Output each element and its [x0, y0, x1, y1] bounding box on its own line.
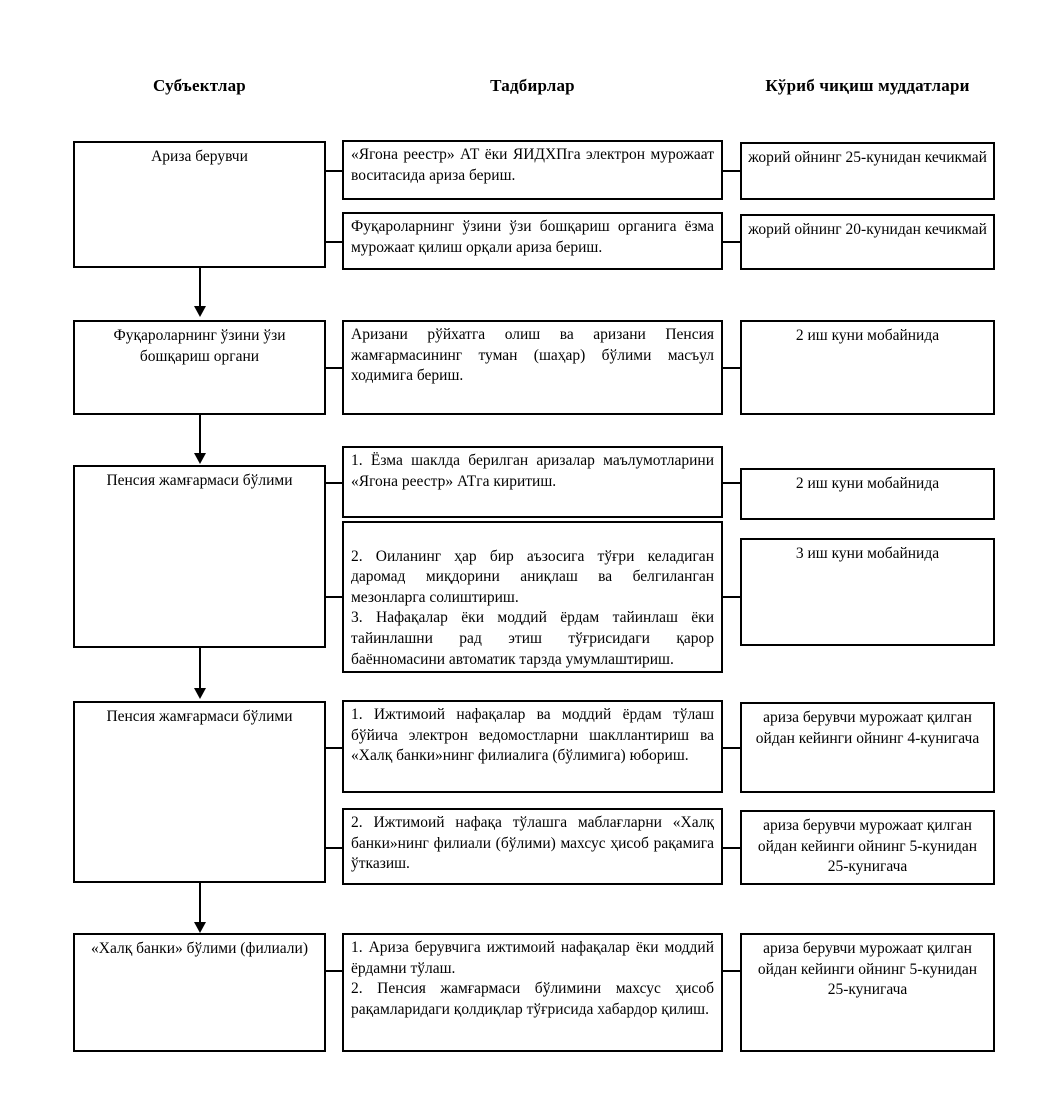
column-header-subjects: Субъектлар [153, 76, 246, 95]
flow-arrow-head-row2-row3 [194, 453, 206, 464]
flow-arrow-head-row4-row5 [194, 922, 206, 933]
term-box-row1-item1: жорий ойнинг 25-кунидан кечикмай [740, 142, 995, 200]
subject-box-row3: Пенсия жамғармаси бўлими [73, 465, 326, 648]
flow-arrow-line-row3-row4 [199, 648, 201, 688]
subject-label-row4: Пенсия жамғармаси бўлими [106, 708, 293, 725]
subject-box-row1: Ариза берувчи [73, 141, 326, 268]
measure-box-row1-item2: Фуқароларнинг ўзини ўзи бошқариш органиг… [342, 212, 723, 270]
flow-arrow-head-row3-row4 [194, 688, 206, 699]
connector-measure-term-row3-item2 [723, 596, 740, 598]
term-box-row2-item1: 2 иш куни мобайнида [740, 320, 995, 415]
term-box-row3-item1: 2 иш куни мобайнида [740, 468, 995, 520]
connector-subject-measure-row1-item2 [326, 241, 342, 243]
subject-box-row5: «Халқ банки» бўлими (филиали) [73, 933, 326, 1052]
term-text-row4-item1: ариза берувчи мурожаат қилган ойдан кейи… [755, 709, 980, 747]
term-box-row3-item2: 3 иш куни мобайнида [740, 538, 995, 646]
column-header-measures: Тадбирлар [490, 76, 575, 95]
term-text-row4-item2: ариза берувчи мурожаат қилган ойдан кейи… [757, 817, 978, 876]
connector-measure-term-row4-item1 [723, 747, 740, 749]
subject-box-row2: Фуқароларнинг ўзини ўзи бошқариш органи [73, 320, 326, 415]
connector-subject-measure-row1-item1 [326, 170, 342, 172]
flow-arrow-line-row4-row5 [199, 883, 201, 923]
connector-subject-measure-row5 [326, 970, 342, 972]
flow-arrow-line-row2-row3 [199, 415, 201, 454]
connector-measure-term-row3-item1 [723, 482, 740, 484]
connector-subject-measure-row3-item2 [326, 596, 342, 598]
connector-subject-measure-row4-item1 [326, 747, 342, 749]
connector-measure-term-row1-item1 [723, 170, 740, 172]
measure-text-row4-item1: 1. Ижтимоий нафақалар ва моддий ёрдам тў… [351, 706, 714, 765]
term-text-row3-item2: 3 иш куни мобайнида [795, 545, 940, 562]
measure-box-row3-item1: 1. Ёзма шаклда берилган аризалар маълумо… [342, 446, 723, 518]
connector-measure-term-row4-item2 [723, 847, 740, 849]
subject-label-row3: Пенсия жамғармаси бўлими [106, 472, 293, 489]
term-text-row1-item1: жорий ойнинг 25-кунидан кечикмай [748, 149, 987, 166]
term-box-row4-item2: ариза берувчи мурожаат қилган ойдан кейи… [740, 810, 995, 885]
term-text-row1-item2: жорий ойнинг 20-кунидан кечикмай [748, 221, 987, 238]
term-box-row4-item1: ариза берувчи мурожаат қилган ойдан кейи… [740, 702, 995, 793]
connector-subject-measure-row2 [326, 367, 342, 369]
term-text-row3-item1: 2 иш куни мобайнида [795, 475, 940, 492]
measure-text-row2-item1: Аризани рўйхатга олиш ва аризани Пенсия … [351, 326, 714, 385]
connector-subject-measure-row3-item1 [326, 482, 342, 484]
connector-measure-term-row2 [723, 367, 740, 369]
connector-subject-measure-row4-item2 [326, 847, 342, 849]
measure-text-row3-item1: 1. Ёзма шаклда берилган аризалар маълумо… [351, 452, 714, 490]
column-header-terms: Кўриб чиқиш муддатлари [765, 76, 970, 95]
connector-measure-term-row1-item2 [723, 241, 740, 243]
measure-text-row4-item2: 2. Ижтимоий нафақа тўлашга маблағларни «… [351, 814, 714, 873]
measure-text-row1-item1: «Ягона реестр» АТ ёки ЯИДХПга электрон м… [351, 146, 714, 184]
term-text-row5-item1: ариза берувчи мурожаат қилган ойдан кейи… [757, 940, 978, 999]
flow-arrow-line-row1-row2 [199, 268, 201, 307]
measure-box-row4-item2: 2. Ижтимоий нафақа тўлашга маблағларни «… [342, 808, 723, 885]
measure-box-row1-item1: «Ягона реестр» АТ ёки ЯИДХПга электрон м… [342, 140, 723, 200]
term-box-row1-item2: жорий ойнинг 20-кунидан кечикмай [740, 214, 995, 270]
subject-label-row2: Фуқароларнинг ўзини ўзи бошқариш органи [113, 327, 286, 365]
measure-box-row2-item1: Аризани рўйхатга олиш ва аризани Пенсия … [342, 320, 723, 415]
flow-arrow-head-row1-row2 [194, 306, 206, 317]
subject-box-row4: Пенсия жамғармаси бўлими [73, 701, 326, 883]
measure-text-row5-item1: 1. Ариза берувчига ижтимоий нафақалар ёк… [351, 939, 714, 1018]
term-box-row5-item1: ариза берувчи мурожаат қилган ойдан кейи… [740, 933, 995, 1052]
measure-box-row3-item2: 2. Оиланинг ҳар бир аъзосига тўғри келад… [342, 521, 723, 673]
connector-measure-term-row5 [723, 970, 740, 972]
subject-label-row5: «Халқ банки» бўлими (филиали) [91, 940, 308, 957]
subject-label-row1: Ариза берувчи [151, 148, 248, 165]
measure-text-row1-item2: Фуқароларнинг ўзини ўзи бошқариш органиг… [351, 218, 714, 256]
measure-box-row5-item1: 1. Ариза берувчига ижтимоий нафақалар ёк… [342, 933, 723, 1052]
measure-text-row3-item2: 2. Оиланинг ҳар бир аъзосига тўғри келад… [351, 547, 714, 668]
measure-box-row4-item1: 1. Ижтимоий нафақалар ва моддий ёрдам тў… [342, 700, 723, 793]
term-text-row2-item1: 2 иш куни мобайнида [795, 327, 940, 344]
